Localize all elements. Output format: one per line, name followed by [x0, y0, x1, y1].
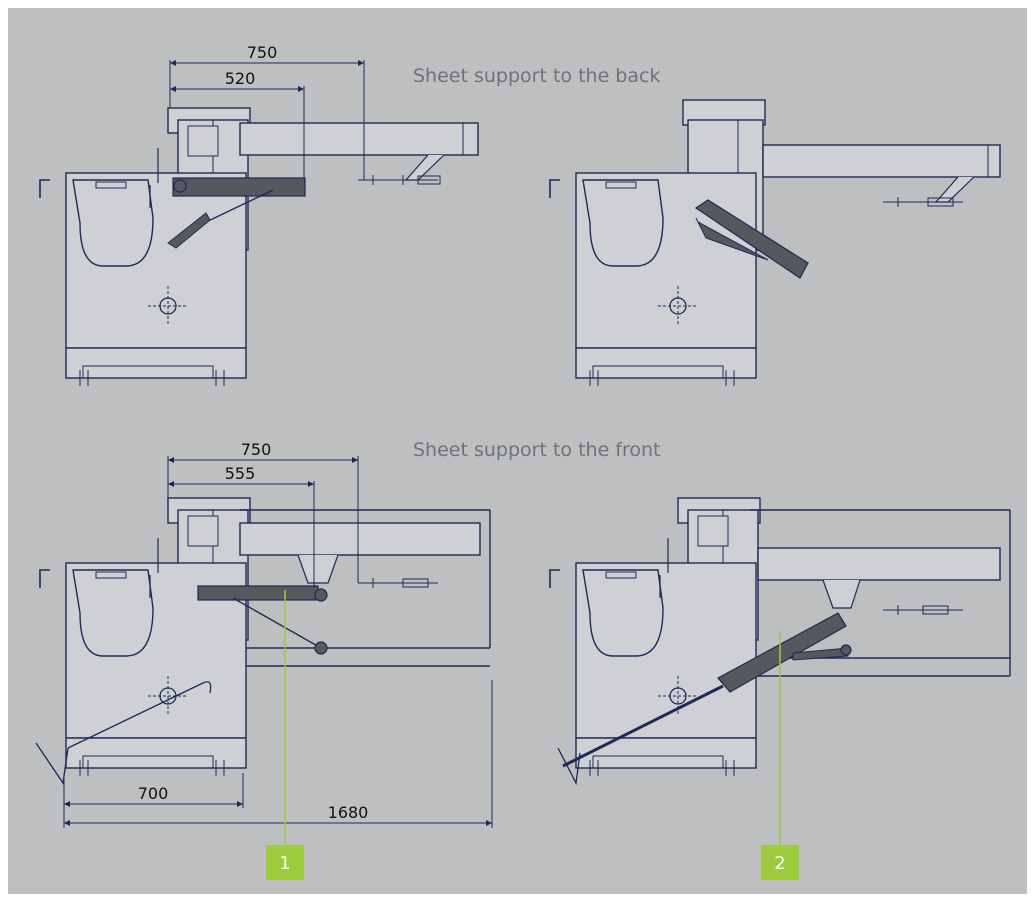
dim-total-1680: 1680 — [328, 803, 369, 822]
callout-number-2: 2 — [774, 853, 785, 874]
machine-back-horizontal — [39, 107, 479, 387]
callout-badge-2: 2 — [761, 845, 799, 880]
sheet-support-front-tilted — [717, 612, 847, 693]
machine-back-tilted — [549, 99, 1001, 386]
machine-front-horizontal — [35, 497, 491, 785]
dimension-group-back: 750 520 — [169, 43, 365, 180]
sheet-support-back-tilted — [694, 199, 809, 279]
dimension-group-front: 750 555 700 1680 — [63, 440, 493, 828]
dim-front-555: 555 — [225, 464, 256, 483]
sheet-support-back-horizontal — [172, 177, 306, 197]
machine-front-tilted — [549, 497, 1011, 786]
sheet-support-front-horizontal — [197, 585, 319, 601]
dim-front-750: 750 — [241, 440, 272, 459]
technical-drawing: Sheet support to the back Sheet support … — [8, 8, 1027, 894]
callout-number-1: 1 — [279, 853, 290, 874]
heading-sheet-support-front: Sheet support to the front — [413, 439, 661, 461]
dim-back-750: 750 — [247, 43, 278, 62]
heading-sheet-support-back: Sheet support to the back — [413, 65, 660, 87]
callout-badge-1: 1 — [266, 845, 304, 880]
drawing-panel: Sheet support to the back Sheet support … — [8, 8, 1027, 894]
dim-base-700: 700 — [138, 784, 169, 803]
dim-back-520: 520 — [225, 69, 256, 88]
